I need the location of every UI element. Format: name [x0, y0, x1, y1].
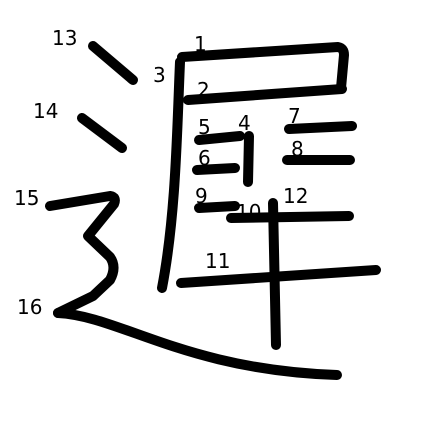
stroke-7	[284, 121, 357, 134]
stroke-13	[88, 41, 138, 85]
stroke-number-16: 16	[17, 295, 42, 319]
stroke-number-4: 4	[238, 111, 251, 135]
stroke-number-2: 2	[197, 78, 210, 102]
stroke-order-labels: 1 2 3 4 5 6 7 8 9 10 11 12 13 14 15 16	[14, 26, 308, 319]
stroke-number-3: 3	[153, 63, 166, 87]
stroke-number-10: 10	[236, 200, 261, 224]
stroke-6	[192, 163, 240, 175]
stroke-number-8: 8	[291, 137, 304, 161]
stroke-16	[53, 308, 342, 380]
stroke-number-15: 15	[14, 186, 39, 210]
stroke-number-5: 5	[198, 115, 211, 139]
stroke-number-1: 1	[194, 32, 207, 56]
stroke-5	[194, 131, 245, 145]
stroke-number-11: 11	[205, 249, 230, 273]
stroke-paths	[45, 41, 381, 380]
stroke-14	[77, 113, 127, 153]
stroke-4	[243, 131, 254, 187]
stroke-3	[157, 57, 185, 293]
stroke-number-12: 12	[283, 184, 308, 208]
stroke-number-14: 14	[33, 99, 58, 123]
stroke-9	[194, 201, 240, 213]
stroke-number-7: 7	[288, 104, 301, 128]
stroke-2	[183, 84, 347, 105]
stroke-15	[45, 191, 120, 318]
stroke-number-9: 9	[195, 184, 208, 208]
stroke-1	[177, 42, 349, 93]
stroke-number-13: 13	[52, 26, 77, 50]
stroke-number-6: 6	[198, 146, 211, 170]
stroke-10	[226, 211, 354, 223]
stroke-12	[268, 198, 281, 350]
